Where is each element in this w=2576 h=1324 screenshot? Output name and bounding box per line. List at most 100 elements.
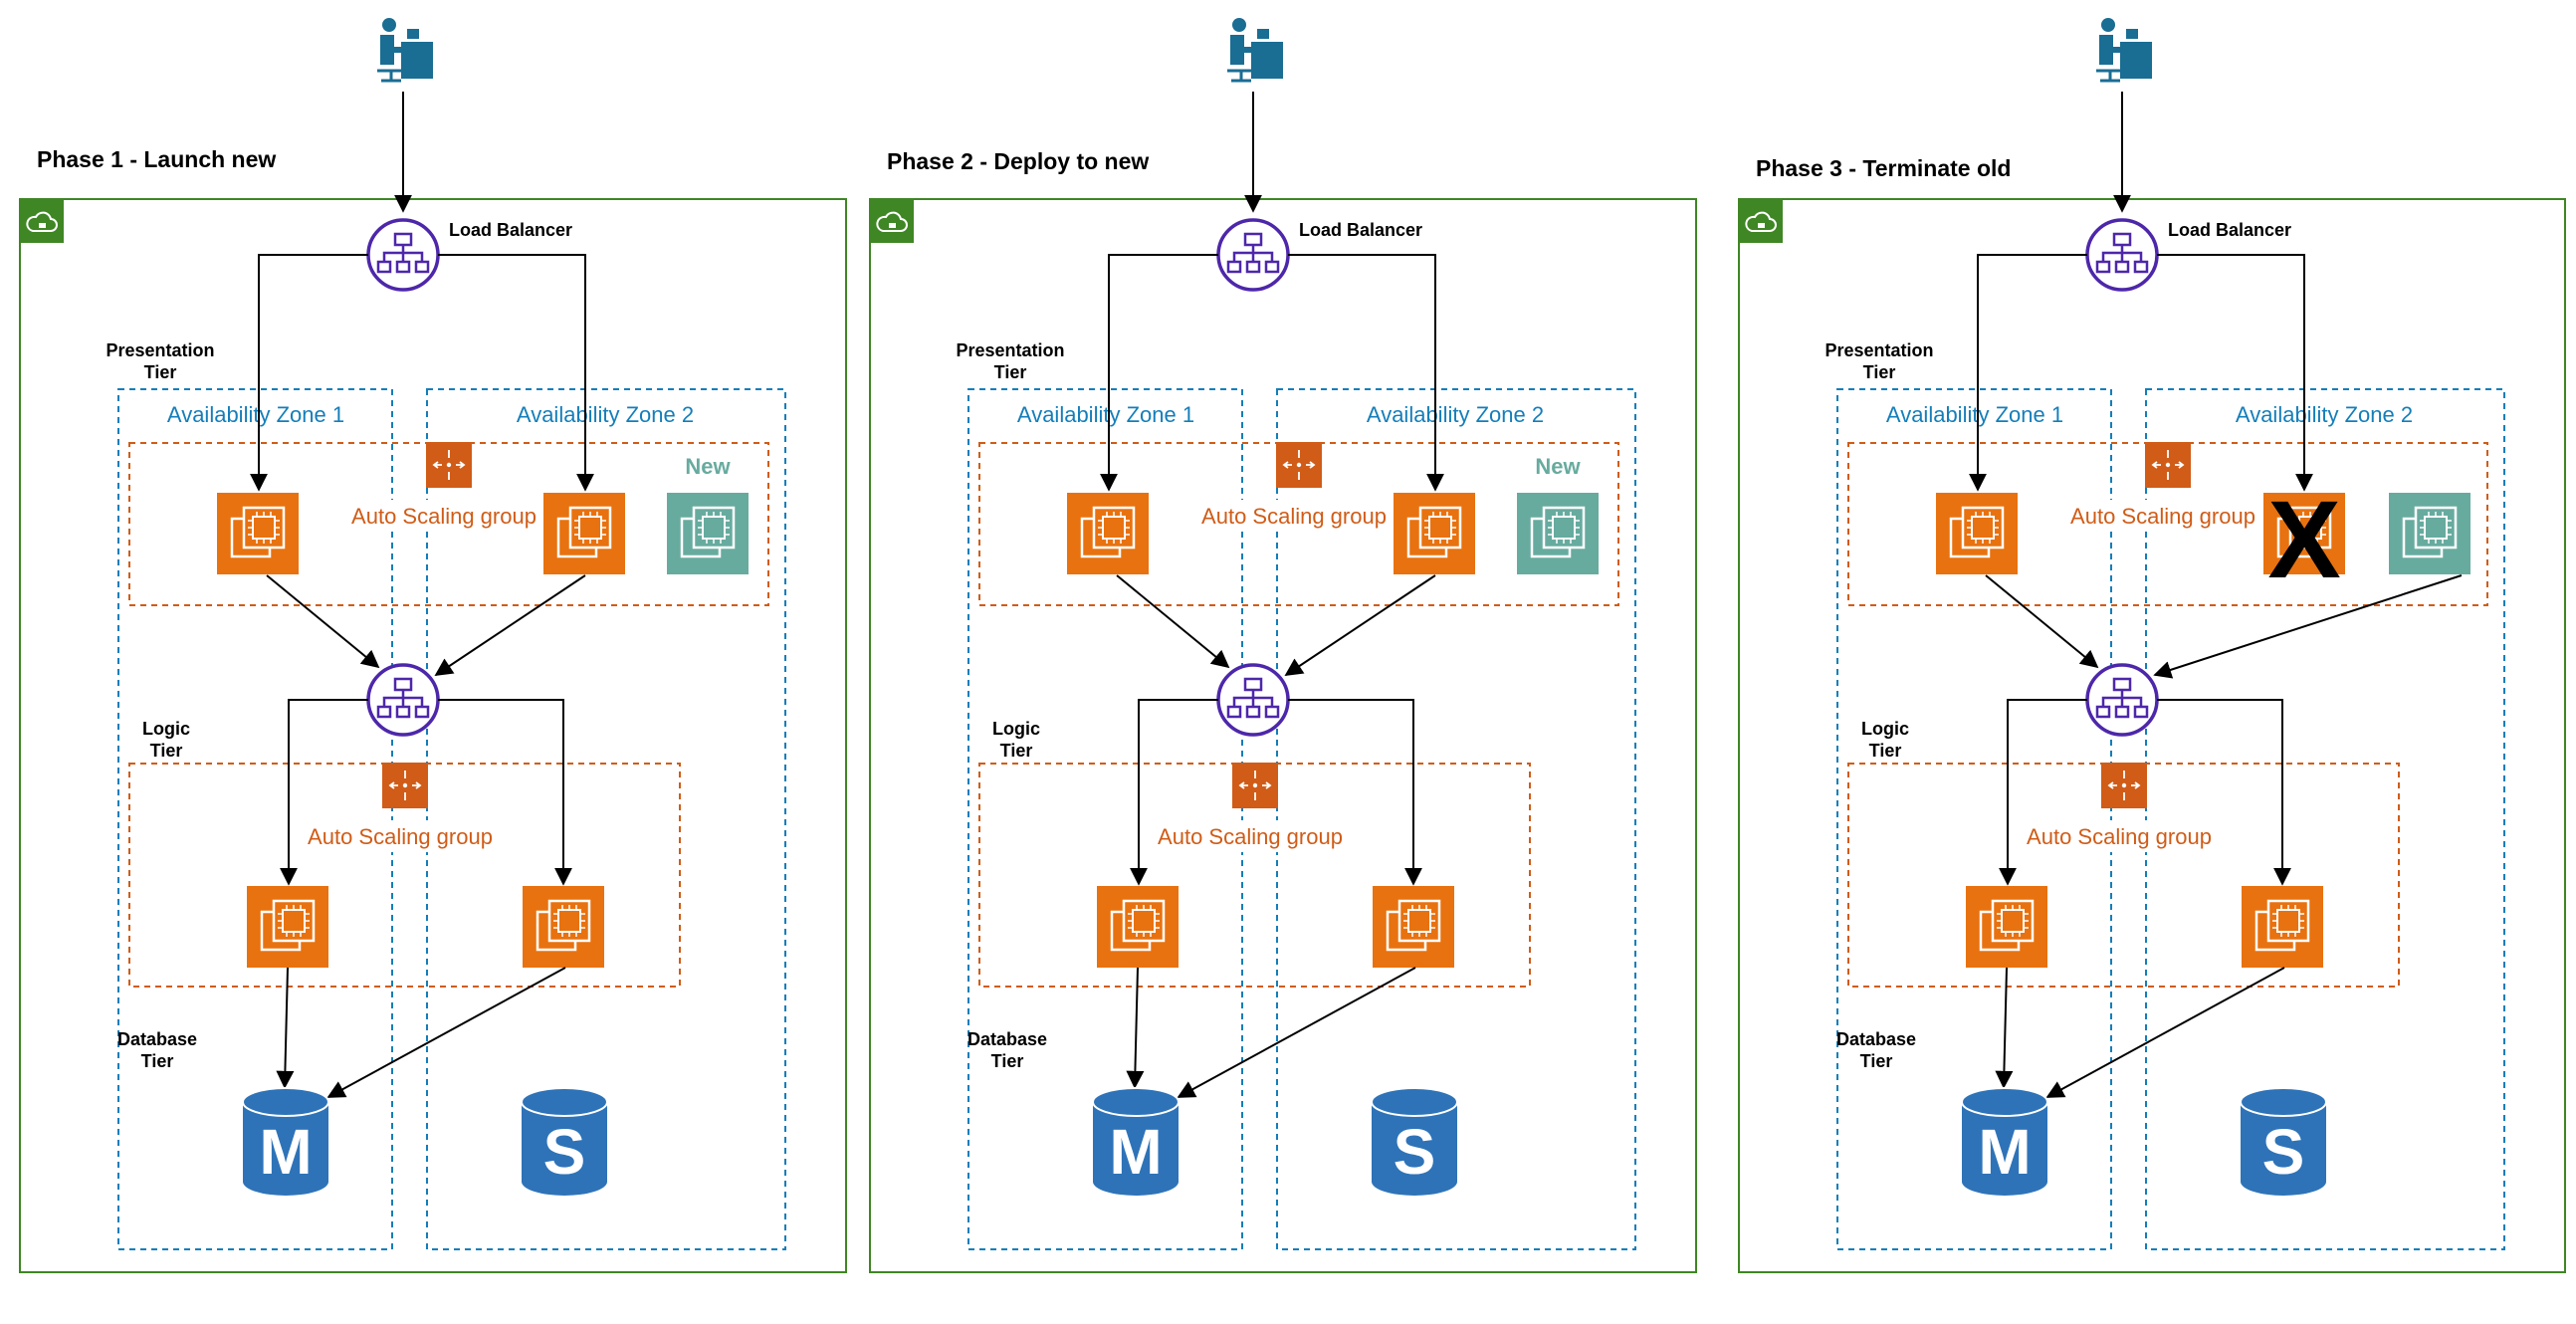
logic-tier-label: Tier [1869, 741, 1902, 761]
ec2-instance-icon [543, 493, 625, 574]
connector-arrow [2153, 574, 2463, 679]
presentation-tier-label: Presentation [106, 340, 214, 360]
connector-arrow [1995, 967, 2014, 1089]
availability-zone-label: Availability Zone 1 [167, 402, 344, 427]
availability-zone-label: Availability Zone 2 [2236, 402, 2413, 427]
connector-arrow [1177, 967, 1416, 1098]
connector-arrow [326, 967, 566, 1098]
vpc-cloud-icon [1739, 199, 1783, 243]
connector-arrow [250, 254, 368, 492]
connector-arrow [1126, 967, 1145, 1089]
vpc-container [1738, 198, 2566, 1273]
ec2-instance-icon [2242, 886, 2323, 968]
database-tier-label: Database [1836, 1029, 1916, 1049]
new-ec2-instance-icon [667, 493, 749, 574]
connector-arrow [1116, 574, 1230, 669]
logic-tier-label: Tier [1000, 741, 1033, 761]
ec2-instance-icon [1067, 493, 1149, 574]
connector-arrow [2045, 967, 2285, 1098]
availability-zone-2 [1276, 388, 1636, 1250]
user-desktop-icon [2096, 18, 2152, 83]
connector-arrow [1100, 254, 1218, 492]
presentation-tier-label: Tier [994, 362, 1027, 382]
availability-zone-label: Availability Zone 2 [1367, 402, 1544, 427]
load-balancer-icon [366, 218, 440, 292]
auto-scaling-group-label: Auto Scaling group [1158, 824, 1343, 849]
load-balancer-icon [1216, 663, 1290, 737]
vpc-cloud-icon [870, 199, 914, 243]
connector-arrow [1284, 574, 1436, 676]
ec2-instance-icon [1097, 886, 1179, 968]
database-icon: S [1371, 1087, 1458, 1196]
connector-arrow [1985, 574, 2099, 669]
new-ec2-instance-icon [1517, 493, 1599, 574]
database-icon: S [2240, 1087, 2327, 1196]
auto-scaling-icon [2145, 442, 2191, 488]
presentation-tier-label: Tier [1863, 362, 1896, 382]
connector-arrow [280, 699, 368, 886]
database-tier-label: Database [117, 1029, 197, 1049]
presentation-tier-label: Presentation [1825, 340, 1933, 360]
database-tier-label: Tier [1860, 1051, 1893, 1071]
database-letter: M [1978, 1116, 2031, 1188]
presentation-tier-label: Presentation [956, 340, 1064, 360]
database-letter: S [1394, 1116, 1436, 1188]
ec2-instance-icon [2263, 493, 2345, 574]
database-icon: M [1961, 1087, 2048, 1196]
connector-arrow [1999, 699, 2087, 886]
auto-scaling-icon [2101, 763, 2147, 808]
load-balancer-icon [366, 663, 440, 737]
ec2-instance-icon [1373, 886, 1454, 968]
auto-scaling-group-label: Auto Scaling group [308, 824, 493, 849]
ec2-instance-icon [217, 493, 299, 574]
load-balancer-label: Load Balancer [1299, 220, 1422, 240]
new-instance-label: New [1535, 454, 1581, 479]
availability-zone-1 [117, 388, 393, 1250]
auto-scaling-icon [426, 442, 472, 488]
availability-zone-2 [2145, 388, 2505, 1250]
phase-title: Phase 2 - Deploy to new [887, 148, 1149, 174]
logic-tier-label: Tier [150, 741, 183, 761]
auto-scaling-group-label: Auto Scaling group [2027, 824, 2212, 849]
connector-arrow [276, 967, 295, 1089]
auto-scaling-icon [382, 763, 428, 808]
ec2-instance-icon [247, 886, 328, 968]
availability-zone-1 [967, 388, 1243, 1250]
logic-tier-label: Logic [1861, 719, 1909, 739]
database-icon: M [242, 1087, 329, 1196]
load-balancer-icon [1216, 218, 1290, 292]
auto-scaling-group-label: Auto Scaling group [351, 504, 537, 529]
connector-arrow [1130, 699, 1218, 886]
load-balancer-label: Load Balancer [449, 220, 572, 240]
connector-arrow [438, 699, 572, 886]
connector-arrow [266, 574, 380, 669]
phase-title: Phase 3 - Terminate old [1756, 155, 2011, 181]
database-tier-label: Tier [141, 1051, 174, 1071]
database-tier-label: Tier [991, 1051, 1024, 1071]
database-tier-label: Database [967, 1029, 1047, 1049]
availability-zone-label: Availability Zone 1 [1017, 402, 1194, 427]
connector-arrow [2157, 699, 2291, 886]
phase-title: Phase 1 - Launch new [37, 146, 276, 172]
connector-arrow [1288, 699, 1422, 886]
new-instance-label: New [685, 454, 731, 479]
ec2-instance-icon [523, 886, 604, 968]
database-letter: S [543, 1116, 586, 1188]
connector-arrow [2157, 254, 2313, 492]
auto-scaling-icon [1276, 442, 1322, 488]
availability-zone-label: Availability Zone 2 [517, 402, 694, 427]
user-desktop-icon [377, 18, 433, 83]
load-balancer-label: Load Balancer [2168, 220, 2291, 240]
vpc-container [869, 198, 1697, 1273]
availability-zone-1 [1836, 388, 2112, 1250]
ec2-instance-icon [1394, 493, 1475, 574]
load-balancer-icon [2085, 218, 2159, 292]
connector-arrow [1288, 254, 1444, 492]
connector-arrow [1969, 254, 2087, 492]
load-balancer-icon [2085, 663, 2159, 737]
database-letter: M [1109, 1116, 1162, 1188]
user-desktop-icon [1227, 18, 1283, 83]
